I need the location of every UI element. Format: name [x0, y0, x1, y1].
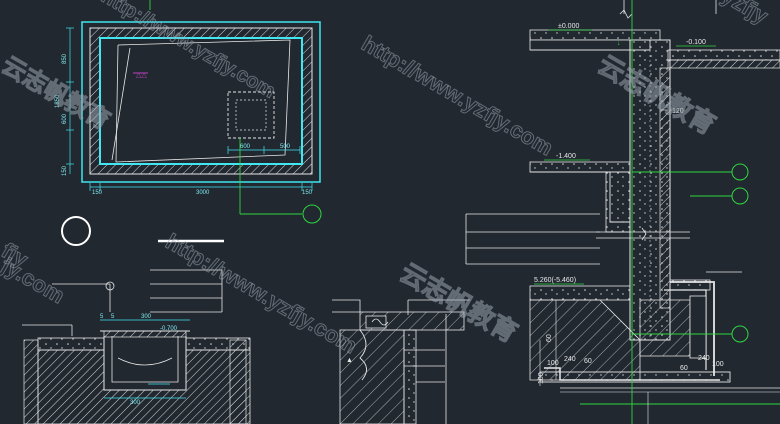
plan-dim-left-600: 600 [62, 113, 68, 124]
middle-wall-detail: ▲ [332, 299, 470, 424]
trench-dim-300-top: 300 [141, 314, 152, 320]
plan-callout-circle [302, 204, 322, 224]
base-dim-100-right: 100 [712, 361, 724, 368]
base-dim-100-left: 100 [547, 360, 559, 367]
watermark-url-3: http://www.yzfjy.com [98, 0, 279, 103]
wall-dim-120: 120 [672, 108, 684, 115]
plan-sump-dashed [227, 91, 275, 139]
section-symbol-circle [61, 216, 91, 246]
level-marker-5260: 5.260(-5.460) [534, 277, 584, 285]
plan-dim-left-150: 150 [62, 165, 68, 176]
plan-wall-inner [99, 37, 303, 165]
level-marker-minus0100: -0.100 [676, 39, 716, 47]
slope-arrow-icon: △△ [133, 72, 148, 79]
trench-dim-300-bottom: 300 [130, 400, 141, 406]
svg-text:-1.400: -1.400 [556, 153, 576, 160]
svg-text:±0.000: ±0.000 [558, 23, 579, 30]
plan-slope-line [115, 39, 291, 163]
base-dim-60-b: 60 [680, 365, 688, 372]
base-dim-240-right: 240 [698, 355, 710, 362]
drain-trench-section: 5 5 300 -0.700 300 [22, 269, 251, 424]
basement-wall-section: ±0.000 -0.100 120 -1.400 [465, 0, 780, 424]
svg-text:△△: △△ [136, 72, 147, 79]
leader-dot-icon [105, 281, 115, 291]
base-dim-60-a: 60 [584, 358, 592, 365]
axis-bubble-upper [731, 163, 749, 181]
svg-text:5.260(-5.460): 5.260(-5.460) [534, 277, 576, 284]
plan-outer-boundary [81, 21, 321, 183]
trench-dim-5-left: 5 [100, 314, 104, 320]
plan-dim-bottom-middle: 3000 [196, 190, 210, 196]
svg-text:↓: ↓ [617, 40, 621, 47]
plan-dim-inner-500: 500 [280, 144, 291, 150]
trench-dim-5-right: 5 [111, 314, 115, 320]
watermark-url-1: http://www.yzfjy.com [358, 31, 558, 161]
trench-level: -0.700 [160, 326, 178, 332]
base-dim-60-vertical: 60 [546, 334, 553, 342]
base-dim-240-left: 240 [564, 356, 576, 363]
plan-dim-left-1850: 1850 [55, 94, 61, 108]
plan-dim-bottom-left: 150 [92, 190, 103, 196]
plan-dim-inner-600: 600 [240, 144, 251, 150]
axis-bubble-lower [731, 325, 749, 343]
base-dim-100-vertical: 100 [538, 372, 545, 384]
plan-wall-outer [89, 27, 313, 175]
concrete-mark-icon: ▲ [346, 357, 353, 364]
level-marker-minus1400: -1.400 [544, 153, 590, 161]
plan-dim-left-850: 850 [62, 53, 68, 64]
watermark-fragment-1: yzfjy [718, 0, 774, 29]
level-marker-0000: ±0.000 [548, 23, 592, 31]
plan-dim-bottom-right: 150 [302, 190, 313, 196]
svg-text:-0.100: -0.100 [686, 39, 706, 46]
pit-plan-view: △△ 600 500 150 3000 150 850 1850 600 150 [55, 0, 322, 224]
